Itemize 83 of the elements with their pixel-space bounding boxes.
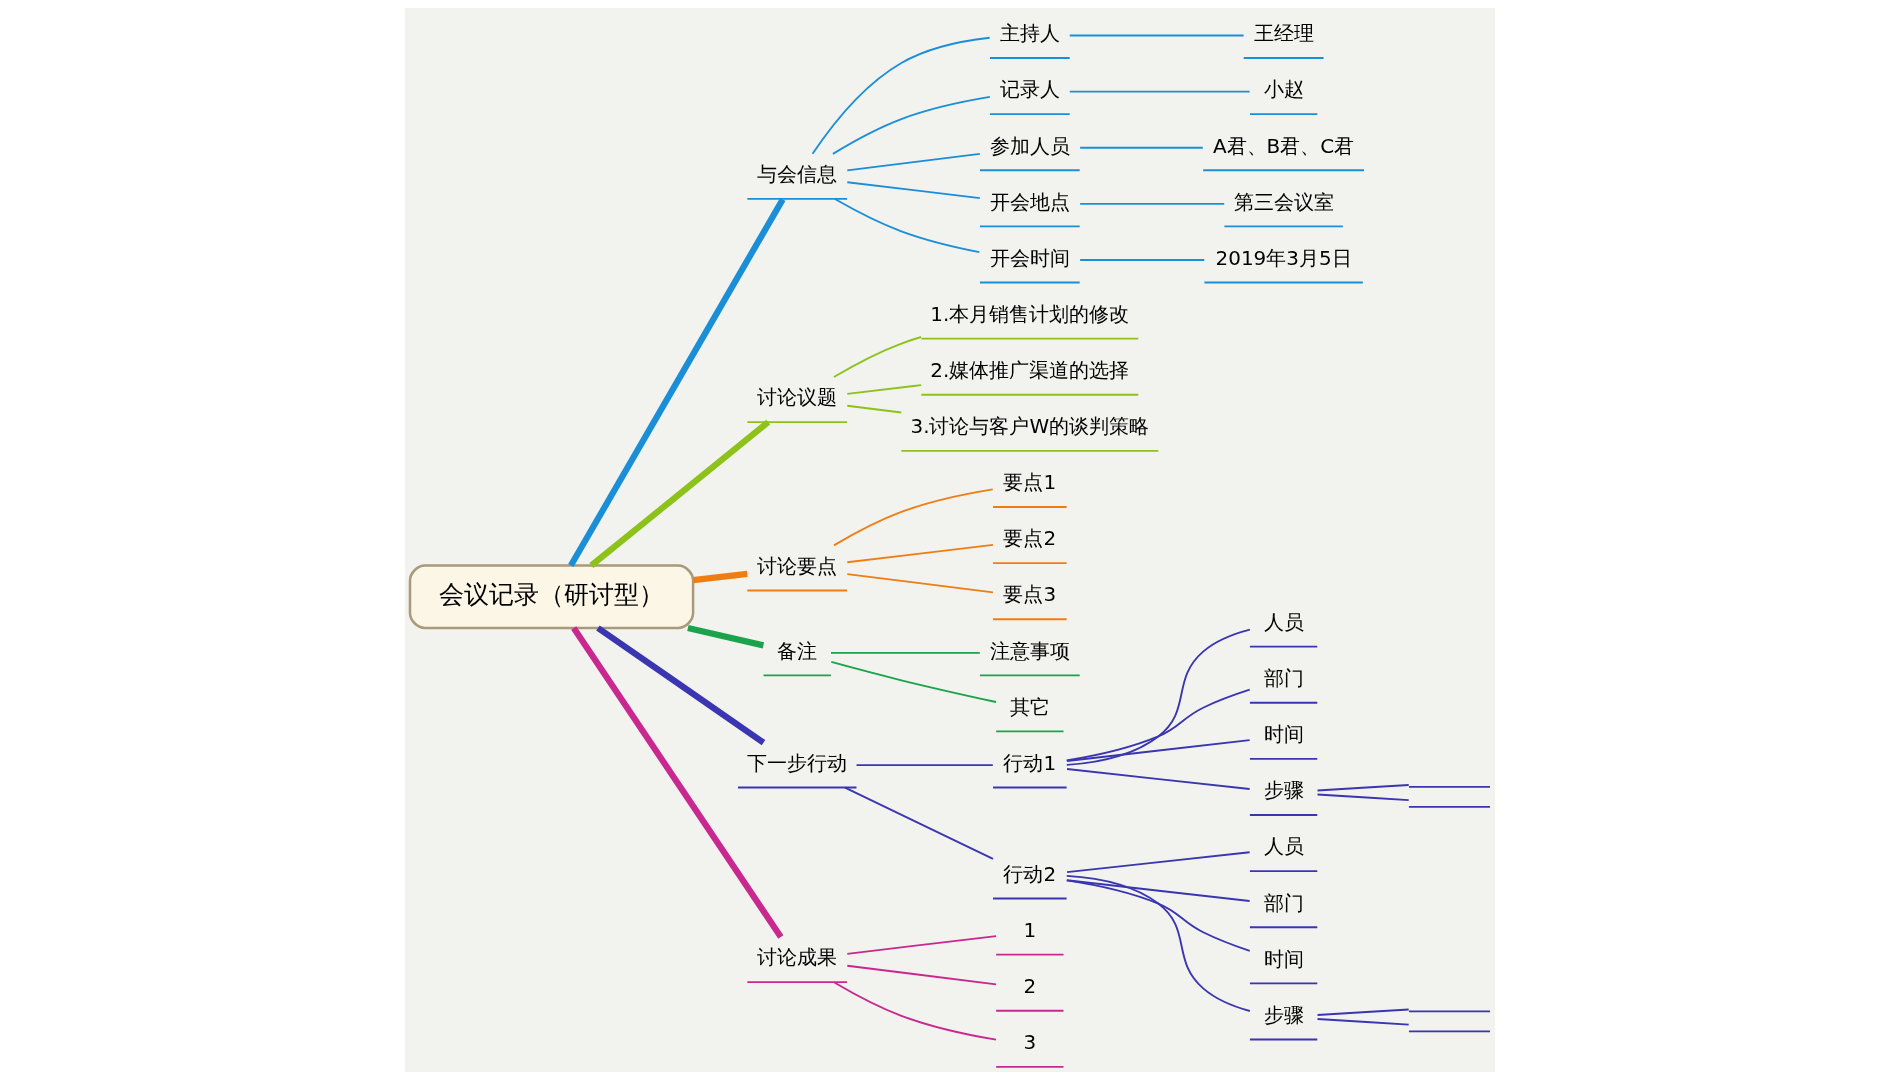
node-text: 3 bbox=[1023, 1030, 1037, 1055]
connector bbox=[846, 404, 903, 414]
node-text: 时间 bbox=[1263, 946, 1304, 971]
connector bbox=[1065, 875, 1251, 1012]
node-text: 2.媒体推广渠道的选择 bbox=[930, 358, 1130, 382]
connector bbox=[833, 981, 997, 1041]
node-text: 要点3 bbox=[1003, 582, 1057, 607]
connector bbox=[1068, 34, 1245, 37]
connector bbox=[811, 36, 991, 155]
node-text: 注意事项 bbox=[989, 638, 1070, 663]
connector bbox=[571, 626, 784, 939]
node-text: 备注 bbox=[777, 638, 818, 663]
connector bbox=[1068, 90, 1251, 93]
node-text: A君、B君、C君 bbox=[1212, 133, 1355, 158]
connector bbox=[1066, 768, 1251, 790]
connector bbox=[589, 419, 771, 568]
connector bbox=[846, 181, 981, 199]
connector bbox=[846, 543, 994, 564]
node-text: 人员 bbox=[1263, 609, 1304, 634]
node-bar bbox=[1408, 1010, 1491, 1013]
connector bbox=[855, 764, 994, 767]
node-text: 主持人 bbox=[999, 21, 1060, 46]
node-text: 记录人 bbox=[999, 77, 1060, 102]
connector bbox=[846, 152, 981, 172]
connector bbox=[1065, 688, 1251, 762]
connector bbox=[1316, 784, 1410, 792]
connector bbox=[830, 661, 997, 703]
node-text: 其它 bbox=[1009, 694, 1050, 719]
connector bbox=[1065, 879, 1251, 952]
node-text: 行动2 bbox=[1003, 861, 1057, 886]
connector bbox=[1316, 1018, 1410, 1026]
node-text: 部门 bbox=[1263, 890, 1304, 915]
connector bbox=[830, 651, 981, 654]
node-text: 下一步行动 bbox=[747, 750, 848, 775]
node-text: 行动1 bbox=[1003, 750, 1057, 775]
node-text: 要点2 bbox=[1003, 526, 1057, 551]
connector bbox=[596, 625, 766, 746]
node-text: 王经理 bbox=[1253, 21, 1314, 46]
node-text: 讨论议题 bbox=[757, 385, 838, 410]
node-text: 第三会议室 bbox=[1233, 189, 1334, 214]
node-bar bbox=[1408, 805, 1491, 808]
node-box: 会议记录（研讨型） bbox=[408, 564, 695, 630]
node-text: 开会时间 bbox=[989, 245, 1070, 270]
node-bar bbox=[1408, 786, 1491, 788]
connector bbox=[568, 197, 786, 568]
connector bbox=[1316, 1008, 1410, 1016]
node-text: 参加人员 bbox=[989, 133, 1070, 158]
connector bbox=[692, 570, 748, 584]
connector bbox=[846, 935, 998, 955]
connector bbox=[846, 573, 994, 594]
connector bbox=[1316, 793, 1410, 802]
node-text: 1.本月销售计划的修改 bbox=[930, 301, 1130, 326]
node-text: 步骤 bbox=[1263, 778, 1304, 803]
connector bbox=[687, 624, 765, 649]
connector bbox=[1066, 879, 1251, 902]
connector bbox=[833, 488, 994, 547]
connector bbox=[834, 198, 981, 254]
node-text: 讨论成果 bbox=[757, 945, 838, 970]
connector bbox=[1066, 851, 1251, 874]
node-text: 讨论要点 bbox=[757, 553, 838, 578]
node-text: 部门 bbox=[1263, 666, 1304, 691]
node-text: 1 bbox=[1023, 917, 1037, 942]
node-bar bbox=[1408, 1030, 1491, 1033]
connector bbox=[846, 964, 998, 986]
node-text: 要点1 bbox=[1003, 470, 1057, 495]
connector bbox=[1065, 628, 1251, 766]
connector bbox=[1079, 202, 1226, 205]
node-text: 开会地点 bbox=[989, 189, 1070, 214]
node-text: 时间 bbox=[1263, 722, 1304, 747]
connector bbox=[1066, 739, 1251, 762]
connector bbox=[1079, 259, 1206, 261]
connector bbox=[832, 96, 991, 155]
node-text: 与会信息 bbox=[757, 162, 838, 187]
connector bbox=[846, 384, 923, 395]
node-text: 2019年3月5日 bbox=[1215, 245, 1352, 270]
node-text: 人员 bbox=[1263, 834, 1304, 859]
connector bbox=[833, 336, 922, 378]
connector bbox=[844, 786, 994, 860]
node-text: 2 bbox=[1023, 974, 1037, 999]
node-text: 3.讨论与客户W的谈判策略 bbox=[910, 414, 1150, 439]
node-text: 步骤 bbox=[1263, 1002, 1304, 1027]
connector bbox=[1079, 146, 1204, 149]
node-text: 小赵 bbox=[1263, 77, 1304, 102]
